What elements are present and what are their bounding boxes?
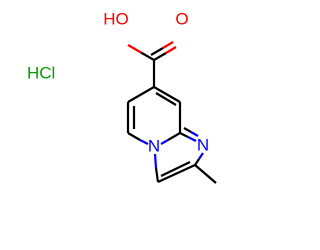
- hydroxyl-oxygen-label: HO: [103, 10, 129, 29]
- bond-c8a-n4-black: [167, 132, 181, 141]
- bond-c8a-n4-blue: [160, 139, 169, 145]
- bond-carboxyl-hydroxyl-red: [127, 44, 142, 54]
- bond-carbonyl-b-red: [162, 41, 174, 49]
- bond-n4-c5-blue: [139, 139, 149, 145]
- imidazole-ring: [153, 127, 217, 184]
- bond-c6-c7: [127, 86, 155, 103]
- bond-c3-n4-blue: [153, 153, 158, 169]
- bridgehead-nitrogen-label: N: [148, 137, 160, 156]
- imidazole-nitrogen-label: N: [197, 136, 209, 155]
- bond-c8a-n1-blue: [187, 136, 197, 142]
- bond-carbonyl-a-red: [165, 46, 177, 54]
- pyridine-ring: [126, 86, 182, 145]
- hydrochloride-label: HCl: [27, 64, 55, 83]
- carboxylic-acid-group: [127, 41, 177, 87]
- bond-c7-c8-inner: [155, 92, 177, 106]
- bond-n1-c2-blue: [198, 152, 204, 160]
- bond-carboxyl-hydroxyl-black: [140, 51, 155, 61]
- bond-c2-methyl: [194, 164, 217, 184]
- bond-c8a-n1-inner-black: [183, 127, 192, 133]
- bond-c2-c3: [157, 164, 196, 183]
- bond-c8a-n1-inner-blue: [190, 131, 199, 137]
- bond-n1-c2-black: [194, 158, 200, 166]
- bond-carbonyl-a-black: [153, 52, 167, 61]
- bond-n4-c5-black: [127, 132, 141, 141]
- molecule-structure-diagram: HO O N N HCl: [27, 10, 217, 184]
- bond-c7-c8: [153, 86, 181, 103]
- bond-c2-c3-inner: [160, 161, 191, 177]
- bond-carbonyl-b-black: [150, 47, 164, 56]
- carbonyl-oxygen-label: O: [175, 10, 188, 29]
- bond-c3-n4-black: [154, 167, 160, 183]
- bond-c8a-n1-black: [179, 132, 189, 138]
